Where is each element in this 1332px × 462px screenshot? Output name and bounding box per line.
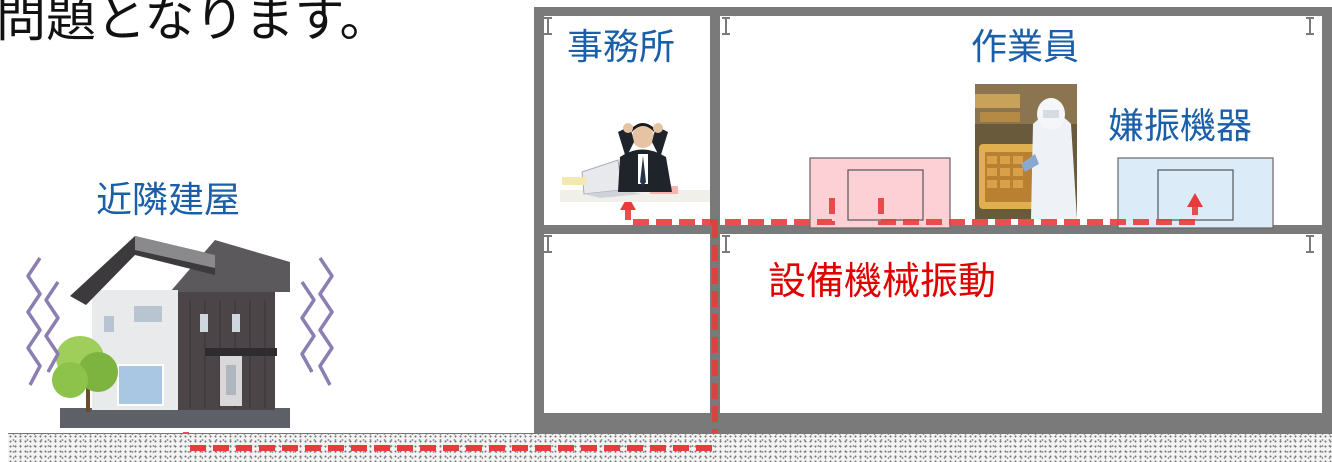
arrowhead-sensitive	[1187, 193, 1203, 207]
equipment-vibration-label: 設備機械振動	[768, 259, 997, 303]
factory-worker-image	[975, 84, 1077, 219]
office-worker-image	[560, 102, 710, 202]
arrowhead-office	[620, 196, 636, 210]
left-wall	[534, 7, 544, 435]
foundation-slab	[534, 413, 1332, 435]
workers-label: 作業員	[971, 27, 1080, 68]
wave-right-inner	[300, 281, 316, 373]
right-wall	[1322, 7, 1332, 435]
header-text: 問題となります。	[0, 0, 390, 48]
sensitive-equipment-label: 嫌振機器	[1108, 106, 1253, 147]
office-label: 事務所	[567, 27, 676, 68]
interior-column	[710, 7, 720, 413]
column-brackets	[544, 17, 1314, 253]
path-to-sensitive-equipment	[878, 198, 1198, 225]
floor-slab	[534, 225, 1332, 234]
vibration-paths	[183, 198, 1198, 451]
sensitive-equipment-box	[1117, 157, 1274, 229]
wave-right-outer	[318, 257, 334, 386]
neighbor-building-label: 近隣建屋	[96, 180, 241, 221]
neighbor-house	[52, 236, 290, 428]
ground-soil	[8, 433, 1332, 462]
equipment-machine	[809, 157, 951, 229]
path-to-office	[625, 198, 835, 225]
vibration-wave-lines	[26, 257, 334, 386]
roof-slab	[534, 7, 1332, 16]
wave-left-inner	[44, 281, 60, 373]
wave-left-outer	[26, 257, 42, 386]
building-frame	[534, 7, 1332, 435]
